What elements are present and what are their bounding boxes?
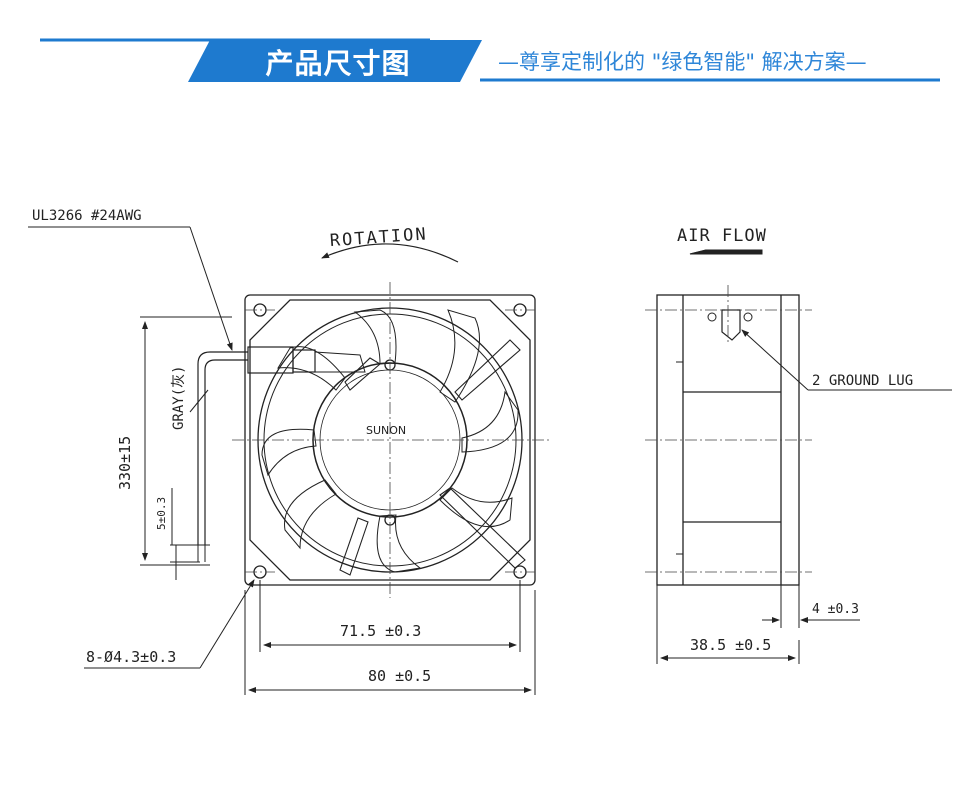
blade	[439, 309, 480, 403]
leader-line	[199, 579, 255, 669]
front-center-lines	[232, 282, 550, 598]
wire-length-label: 330±15	[116, 436, 134, 490]
wire-spec-leader	[28, 226, 233, 351]
blade	[353, 309, 397, 365]
frame-inner-outline	[249, 299, 531, 581]
wire-channel	[314, 351, 366, 373]
ground-lug-screw	[743, 312, 753, 322]
ground-lug-label: 2 GROUND LUG	[812, 373, 913, 389]
blade	[277, 346, 346, 391]
airflow-label: AIR FLOW	[677, 226, 767, 246]
leader-line	[741, 329, 809, 391]
wire-length-dimension	[140, 316, 232, 580]
side-center-lines	[645, 285, 812, 573]
lead-wire	[204, 359, 248, 545]
wire-color-label: GRAY(灰)	[171, 365, 187, 430]
ground-lug-leader	[741, 329, 952, 391]
spoke	[439, 487, 526, 569]
airflow-arrow-head	[689, 249, 707, 255]
frame-size-label: 80 ±0.5	[368, 667, 431, 685]
lead-wire	[197, 351, 248, 545]
leader-line	[189, 226, 233, 351]
ground-lug	[721, 309, 741, 341]
header-graphic	[40, 38, 940, 82]
blade	[261, 428, 317, 477]
brand-label: SUNON	[366, 424, 406, 437]
wire-spec-label: UL3266 #24AWG	[32, 208, 142, 224]
blade	[461, 390, 519, 453]
lug-offset-label: 4 ±0.3	[812, 602, 859, 617]
rotation-arrow	[321, 243, 459, 263]
strip-length-label: 5±0.3	[155, 497, 168, 530]
lead-wires	[194, 351, 248, 562]
lug-offset-dimension	[762, 585, 860, 628]
header-title-band	[188, 40, 482, 82]
header-banner: 产品尺寸图 —尊享定制化的 "绿色智能" 解决方案—	[0, 0, 980, 110]
page-subtitle: —尊享定制化的 "绿色智能" 解决方案—	[498, 50, 867, 74]
spoke	[454, 339, 521, 401]
fan-blades	[261, 309, 519, 573]
blade	[284, 479, 337, 550]
hole-spec-label: 8-Ø4.3±0.3	[86, 648, 176, 666]
hole-pitch-label: 71.5 ±0.3	[340, 622, 421, 640]
page-title: 产品尺寸图	[265, 47, 411, 80]
airflow-arrow	[689, 249, 763, 255]
spoke	[344, 357, 381, 391]
wire-housing-tab	[292, 349, 316, 373]
spoke	[339, 517, 369, 576]
blade	[376, 514, 422, 573]
blade	[439, 487, 513, 528]
depth-dimension	[656, 585, 800, 664]
wire-color-leader	[189, 389, 209, 413]
front-dimensions	[244, 580, 536, 695]
ground-lug-screw	[707, 312, 717, 322]
depth-label: 38.5 ±0.5	[690, 636, 771, 654]
